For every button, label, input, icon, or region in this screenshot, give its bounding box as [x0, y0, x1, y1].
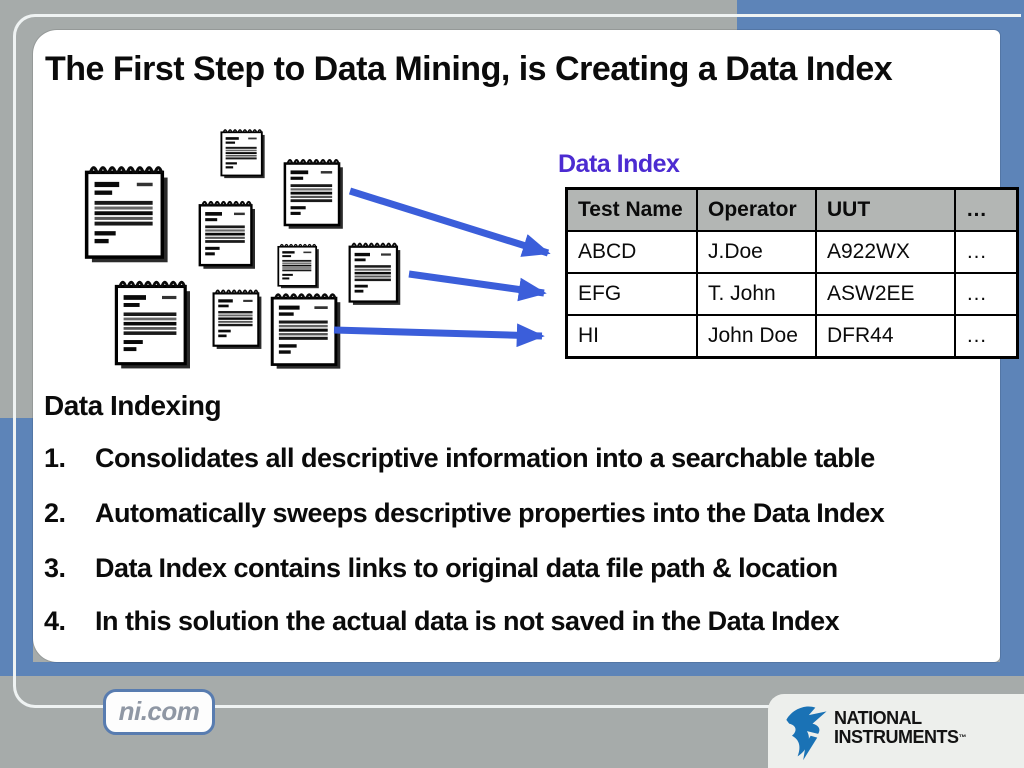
- ni-logo-line1: NATIONAL: [834, 708, 922, 728]
- template-border-left: [0, 418, 33, 668]
- cell-more: …: [954, 272, 1019, 316]
- list-item-text: In this solution the actual data is not …: [95, 606, 840, 636]
- trademark-symbol: ™: [958, 733, 967, 742]
- notepad-icon: [277, 242, 321, 289]
- column-header-test-name: Test Name: [565, 187, 698, 232]
- notepad-icon: [212, 287, 264, 350]
- cell-test-name: EFG: [565, 272, 698, 316]
- data-index-label: Data Index: [558, 150, 680, 178]
- table-row: EFG T. John ASW2EE …: [565, 272, 1019, 316]
- table-header-row: Test Name Operator UUT …: [565, 187, 1019, 232]
- cell-more: …: [954, 314, 1019, 359]
- cell-more: …: [954, 230, 1019, 274]
- notepad-icon: [283, 156, 346, 230]
- ni-com-badge: ni.com: [103, 689, 215, 735]
- table-row: ABCD J.Doe A922WX …: [565, 230, 1019, 274]
- column-header-more: …: [954, 187, 1019, 232]
- notepad-icon: [348, 240, 403, 306]
- list-item: 3. Data Index contains links to original …: [44, 553, 994, 584]
- national-instruments-logo: NATIONAL INSTRUMENTS™: [768, 694, 1024, 768]
- notepad-icon: [84, 162, 172, 264]
- ni-logo-text: NATIONAL INSTRUMENTS™: [834, 709, 966, 747]
- list-item-number: 3.: [44, 553, 66, 583]
- slide-title: The First Step to Data Mining, is Creati…: [45, 50, 893, 88]
- notepad-icon: [114, 277, 194, 370]
- template-border-bottom: [0, 662, 1024, 676]
- table-row: HI John Doe DFR44 …: [565, 314, 1019, 359]
- cell-test-name: HI: [565, 314, 698, 359]
- notepad-icon: [220, 127, 267, 179]
- column-header-uut: UUT: [815, 187, 956, 232]
- ni-eagle-icon: [786, 706, 827, 761]
- list-item-text: Consolidates all descriptive information…: [95, 443, 875, 473]
- list-item: 2. Automatically sweeps descriptive prope…: [44, 498, 994, 529]
- cell-uut: DFR44: [815, 314, 956, 359]
- cell-operator: T. John: [696, 272, 817, 316]
- notepad-icon: [198, 198, 258, 270]
- ni-logo-line2: INSTRUMENTS™: [834, 727, 967, 747]
- accent-line: [13, 14, 1021, 708]
- list-item-number: 2.: [44, 498, 66, 528]
- notepad-icon: [270, 290, 344, 370]
- cell-uut: A922WX: [815, 230, 956, 274]
- list-item-text: Automatically sweeps descriptive propert…: [95, 498, 885, 528]
- data-index-table: Test Name Operator UUT … ABCD J.Doe A922…: [565, 187, 1019, 359]
- list-item-number: 1.: [44, 443, 66, 473]
- cell-test-name: ABCD: [565, 230, 698, 274]
- cell-operator: J.Doe: [696, 230, 817, 274]
- list-item: 1. Consolidates all descriptive informati…: [44, 443, 994, 474]
- list-item: 4. In this solution the actual data is no…: [44, 606, 994, 637]
- column-header-operator: Operator: [696, 187, 817, 232]
- list-item-text: Data Index contains links to original da…: [95, 553, 838, 583]
- cell-uut: ASW2EE: [815, 272, 956, 316]
- list-item-number: 4.: [44, 606, 66, 636]
- template-border-top: [737, 0, 1024, 34]
- body-heading: Data Indexing: [44, 390, 222, 421]
- cell-operator: John Doe: [696, 314, 817, 359]
